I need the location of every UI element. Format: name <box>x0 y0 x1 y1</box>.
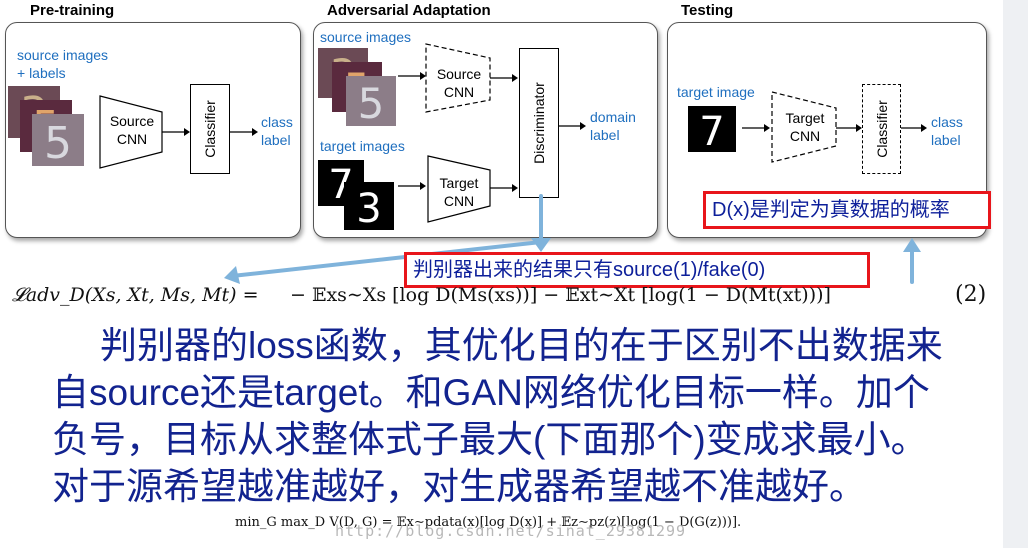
pretraining-diagram <box>99 95 258 169</box>
adversarial-source-digits: 3 5 5 <box>318 48 396 128</box>
adversarial-output-label: domain label <box>590 109 636 143</box>
testing-classifier-box: Classifier <box>862 84 901 174</box>
adversarial-target-cnn-label: Target CNN <box>439 175 479 209</box>
pretraining-title: Pre-training <box>30 2 115 19</box>
adversarial-target-label: target images <box>320 138 405 154</box>
pretraining-source-cnn-label: Source CNN <box>109 113 155 147</box>
loss-formula-rhs: − 𝔼xs∼Xs [log D(Ms(xs))] − 𝔼xt∼Xt [log(1… <box>290 284 831 306</box>
source-cnn-shape <box>99 95 163 169</box>
source-cnn-dashed-shape <box>425 43 491 113</box>
probability-annotation: D(x)是判定为真数据的概率 <box>703 191 991 229</box>
formula-number: (2) <box>955 282 987 307</box>
explanation-line-2: 自source还是target。和GAN网络优化目标一样。加个 <box>52 372 930 413</box>
testing-target-cnn-shape <box>771 91 837 163</box>
svg-text:5: 5 <box>44 118 72 168</box>
discriminator-box: Discriminator <box>519 48 559 198</box>
watermark: http://blog.csdn.net/sinat_29381299 <box>335 522 687 540</box>
svg-text:5: 5 <box>358 79 385 128</box>
adversarial-source-label: source images <box>320 29 412 45</box>
svg-text:3: 3 <box>356 186 381 232</box>
testing-target-cnn-label: Target CNN <box>785 110 825 144</box>
explanation-line-1: 判别器的loss函数，其优化目的在于区别不出数据来 <box>100 325 943 366</box>
testing-target-digit: 7 <box>688 106 736 154</box>
source-digit-images: 3 5 5 <box>8 86 84 168</box>
explanation-paragraph: 判别器的loss函数，其优化目的在于区别不出数据来 自source还是targe… <box>52 322 1002 510</box>
adversarial-title: Adversarial Adaptation <box>327 2 491 19</box>
scrollbar-gutter[interactable] <box>1003 0 1028 548</box>
gan-objective-formula: min_G max_D V(D, G) = 𝔼x∼pdata(x)[log D(… <box>235 515 742 530</box>
testing-output-label: class label <box>931 114 963 148</box>
target-cnn-shape <box>427 155 491 223</box>
discriminator-annotation: 判别器出来的结果只有source(1)/fake(0) <box>404 252 870 288</box>
explanation-line-4: 对于源希望越准越好，对生成器希望越不准越好。 <box>52 466 866 507</box>
adversarial-source-cnn-label: Source CNN <box>436 66 482 100</box>
testing-target-label: target image <box>677 84 755 100</box>
adversarial-target-digits: 7 3 <box>318 160 394 232</box>
loss-formula-lhs: 𝓛adv_D(Xs, Xt, Ms, Mt) = <box>12 284 259 306</box>
pretraining-classifier-box: Classifier <box>190 84 230 174</box>
pretraining-output-label: class label <box>261 114 293 148</box>
testing-diagram <box>742 91 927 163</box>
testing-title: Testing <box>681 2 734 19</box>
pretraining-source-label: source images + labels <box>17 47 109 81</box>
explanation-line-3: 负号，目标从求整体式子最大(下面那个)变成求最小。 <box>52 419 928 460</box>
adversarial-diagram <box>398 43 586 223</box>
svg-text:7: 7 <box>699 109 724 154</box>
